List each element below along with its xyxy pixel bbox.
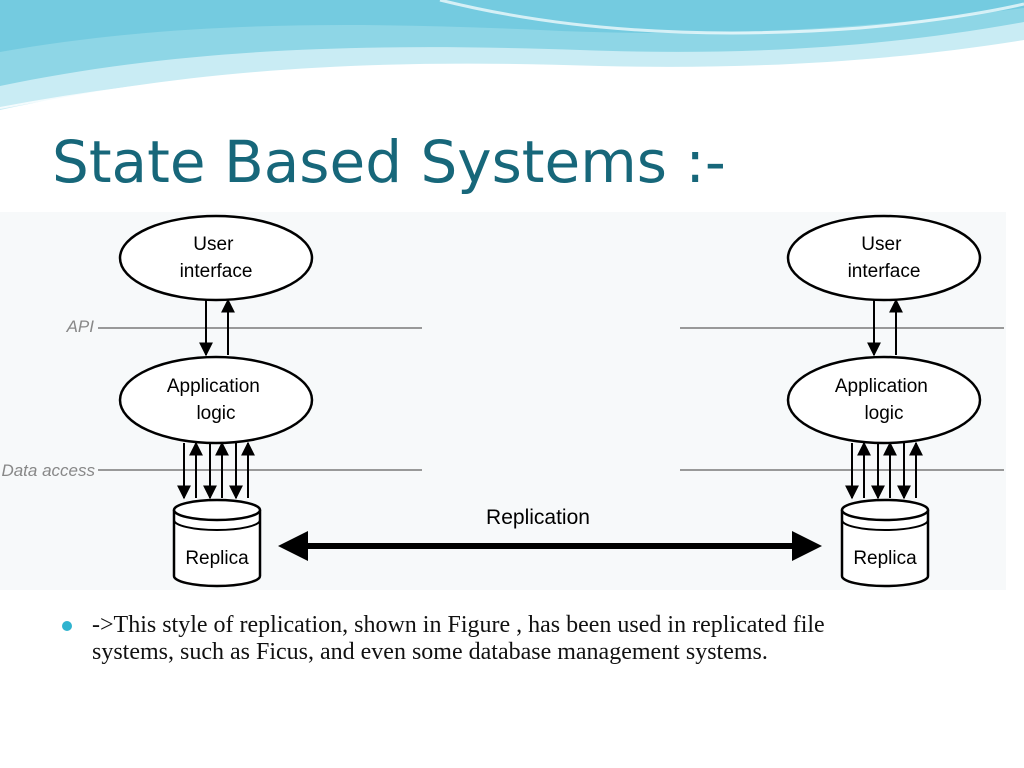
slide-title: State Based Systems :- — [52, 128, 726, 196]
right-application-logic-node — [786, 355, 982, 445]
left-application-logic-node — [118, 355, 314, 445]
svg-text:Application logic: Application logic — [835, 376, 933, 424]
replication-diagram: API Data access User interface Applicati… — [0, 212, 1006, 590]
bullet-text: ->This style of replication, shown in Fi… — [92, 612, 825, 665]
right-user-interface-label-1: User — [861, 234, 902, 255]
data-access-label: Data access — [1, 461, 95, 480]
right-application-logic-label-1: Application — [835, 376, 928, 397]
svg-text:Application logic: Application logic — [167, 376, 265, 424]
api-label: API — [66, 317, 95, 336]
left-user-interface-node — [118, 214, 314, 302]
right-node-stack: User interface Application logic — [786, 214, 982, 588]
replication-edge: Replication — [278, 506, 822, 561]
bullet-item: ->This style of replication, shown in Fi… — [62, 612, 982, 666]
bullet-dot-icon — [62, 621, 72, 631]
right-user-interface-label-2: interface — [848, 261, 921, 282]
right-application-logic-label-2: logic — [864, 403, 903, 424]
left-replica-label: Replica — [185, 548, 249, 569]
left-replica-node: Replica — [172, 498, 262, 588]
svg-text:User interface: User interface — [180, 234, 253, 282]
right-user-interface-node — [786, 214, 982, 302]
api-layer: API — [66, 317, 1004, 336]
right-replica-label: Replica — [853, 548, 917, 569]
header-wave-decoration — [0, 0, 1024, 120]
left-data-access-arrows — [177, 441, 255, 500]
left-application-logic-label-2: logic — [196, 403, 235, 424]
left-node-stack: User interface Application logic — [118, 214, 314, 588]
right-replica-node: Replica — [840, 498, 930, 588]
left-application-logic-label-1: Application — [167, 376, 260, 397]
replication-label: Replication — [486, 506, 590, 529]
svg-text:User interface: User interface — [848, 234, 921, 282]
right-data-access-arrows — [845, 441, 923, 500]
data-access-layer: Data access — [1, 461, 1004, 480]
left-user-interface-label-1: User — [193, 234, 234, 255]
diagram-canvas: API Data access User interface Applicati… — [1, 214, 1004, 588]
left-user-interface-label-2: interface — [180, 261, 253, 282]
